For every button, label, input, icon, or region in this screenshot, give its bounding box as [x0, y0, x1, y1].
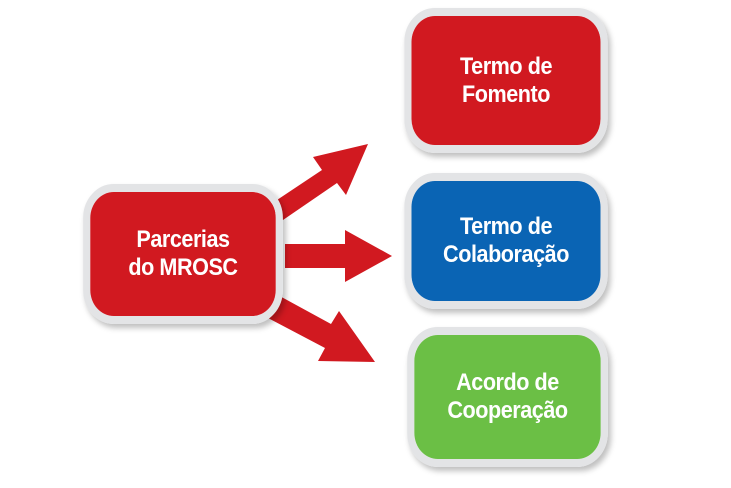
colaboracao-line-1: Termo de: [459, 213, 553, 240]
fomento-line-2: Fomento: [461, 80, 551, 108]
arrow-to-colaboracao: [285, 230, 392, 282]
target-box-colaboracao: Termo de Colaboração: [404, 173, 608, 309]
target-box-fomento: Termo de Fomento: [404, 8, 608, 153]
colaboracao-line-2: Colaboração: [443, 241, 569, 268]
source-box: Parcerias do MROSC: [83, 184, 283, 324]
cooperacao-line-2: Cooperação: [447, 397, 568, 424]
fomento-line-1: Termo de: [459, 52, 553, 80]
cooperacao-line-1: Acordo de: [456, 369, 559, 396]
arrow-to-cooperacao: [268, 294, 375, 362]
arrow-to-fomento: [268, 144, 368, 220]
source-line-1: Parcerias: [136, 226, 230, 253]
target-box-cooperacao: Acordo de Cooperação: [407, 327, 608, 467]
source-line-2: do MROSC: [128, 254, 238, 281]
